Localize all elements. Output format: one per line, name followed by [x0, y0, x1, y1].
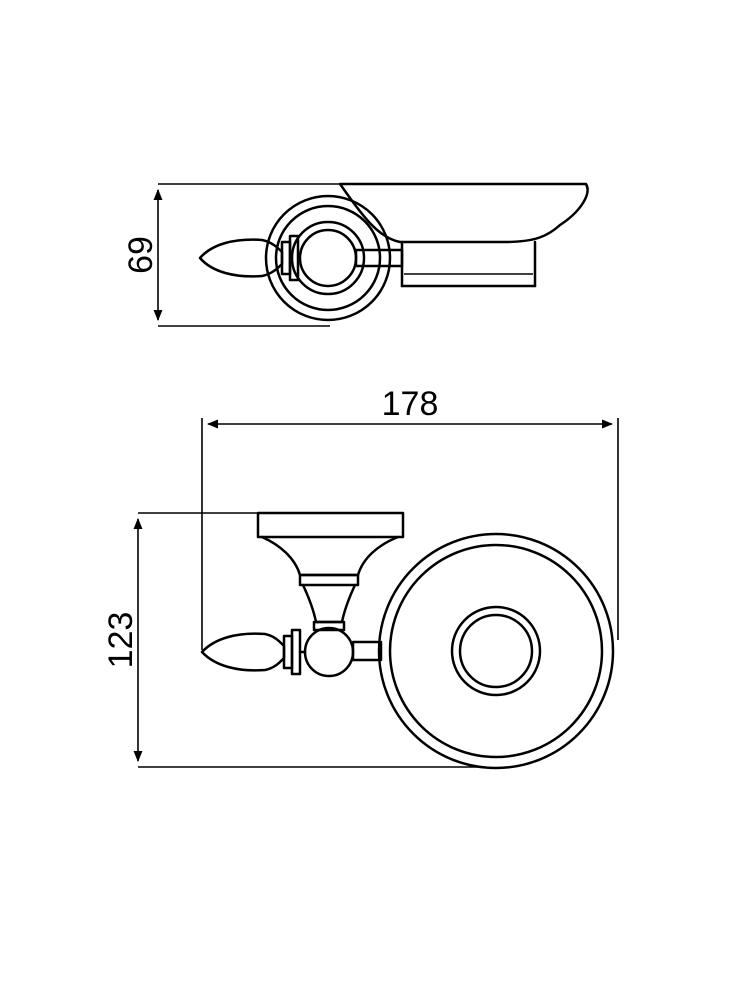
wall-mount-rosette	[264, 194, 392, 322]
dimension-label-178: 178	[382, 385, 439, 423]
front-view: 178 123	[102, 385, 619, 770]
height-dimension-front: 123	[102, 512, 480, 768]
finial-side	[198, 234, 300, 282]
side-view: 69	[122, 182, 589, 327]
width-dimension: 178	[201, 385, 619, 650]
dimension-label-69: 69	[122, 236, 160, 274]
soap-dish-front	[377, 532, 615, 770]
finial-front	[200, 628, 307, 676]
height-dimension-side: 69	[122, 183, 340, 327]
soap-dish-bowl	[338, 182, 589, 244]
dimension-label-123: 123	[102, 612, 140, 669]
